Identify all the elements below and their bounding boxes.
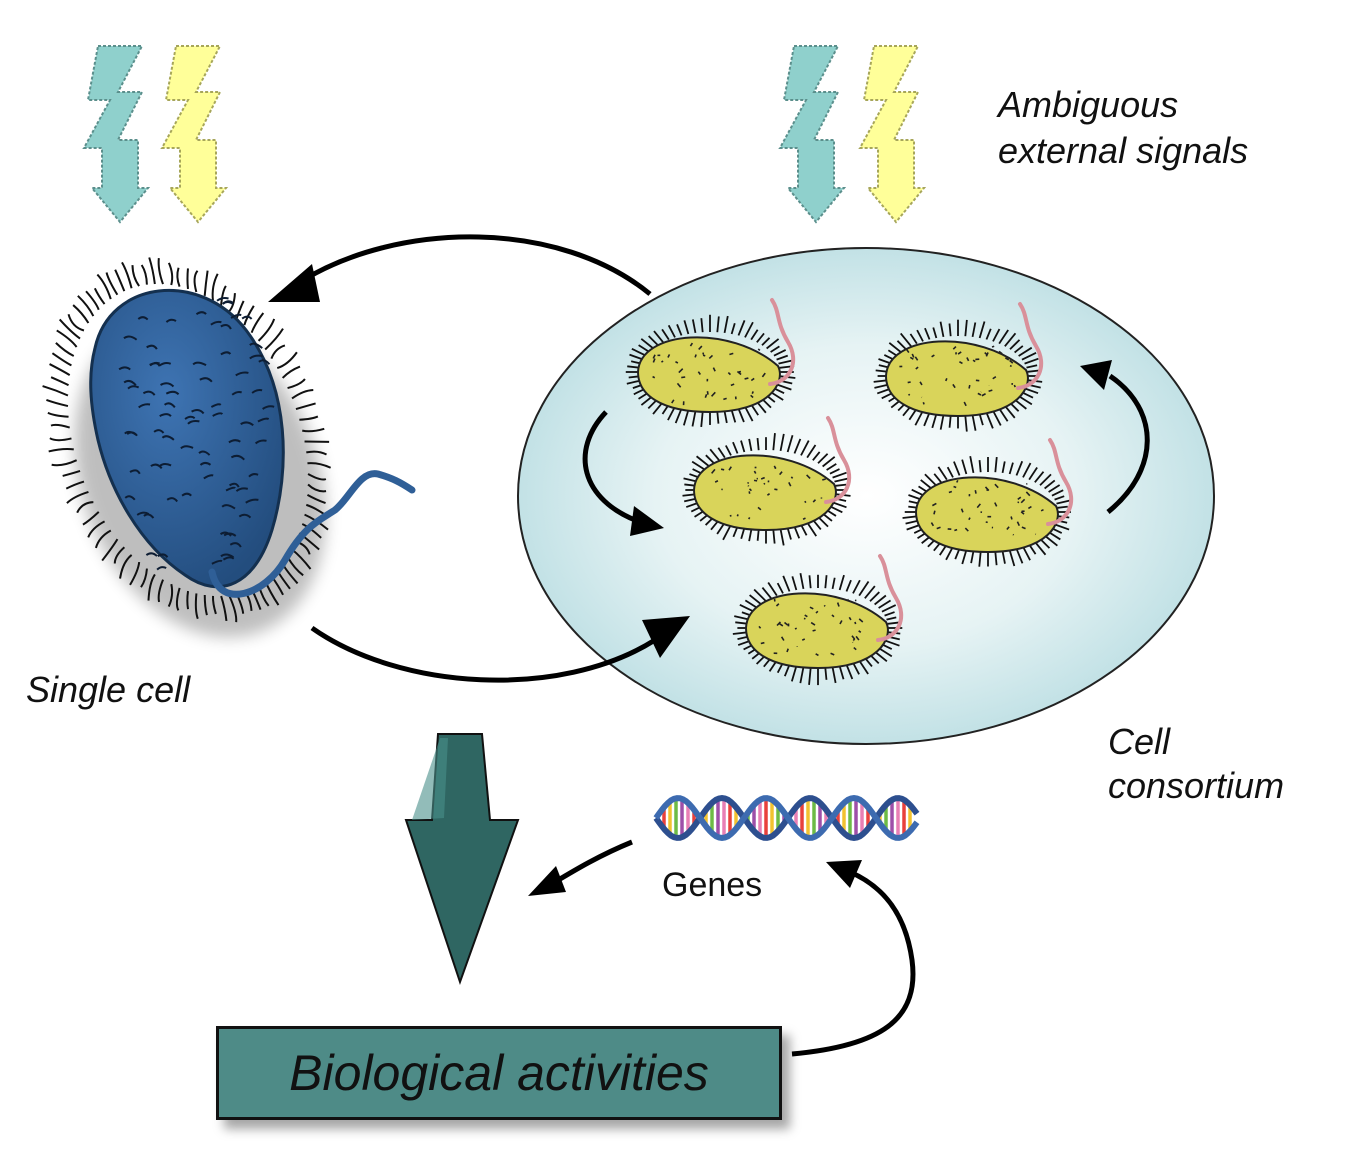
signal-arrows-left (84, 46, 226, 222)
arrow-head (268, 264, 320, 302)
pilus (995, 552, 996, 565)
biological-activities-label: Biological activities (289, 1044, 709, 1102)
pilus (52, 353, 71, 365)
label-genes: Genes (662, 864, 762, 906)
pilus (252, 313, 264, 333)
pilus (142, 265, 147, 285)
arrow-genes-to-activities (555, 842, 632, 882)
pilus (49, 449, 74, 451)
pilus (51, 425, 70, 428)
pilus (271, 345, 284, 358)
arrow-activities-to-genes (792, 872, 913, 1054)
lightning-arrow-icon (84, 46, 148, 222)
pilus (980, 460, 981, 472)
dna-helix-icon (656, 798, 917, 838)
pilus (277, 352, 297, 368)
pilus (159, 258, 163, 284)
pilus (51, 377, 68, 385)
pilus (95, 288, 105, 304)
biological-activities-box: Biological activities (216, 1026, 782, 1120)
pilus (244, 306, 253, 325)
pilus (177, 268, 179, 287)
pilus (149, 257, 155, 283)
big-down-arrow (406, 734, 518, 982)
pilus (132, 265, 139, 286)
pilus (283, 367, 300, 378)
label-line: consortium (1108, 764, 1284, 808)
pilus (46, 400, 68, 406)
pilus (56, 343, 74, 356)
lightning-arrow-icon (860, 46, 924, 222)
pilus (1058, 507, 1068, 508)
pilus (50, 364, 70, 375)
pilus (169, 263, 172, 285)
pilus (50, 438, 72, 440)
pilus (296, 403, 316, 409)
label-ambiguous-signals: Ambiguous external signals (998, 82, 1248, 174)
pilus (758, 438, 759, 450)
label-line: external signals (998, 128, 1248, 174)
lightning-arrow-icon (780, 46, 844, 222)
label-cell-consortium: Cell consortium (1108, 720, 1284, 808)
pilus (122, 262, 132, 288)
pilus (73, 305, 88, 323)
single-cell-bacterium (29, 257, 412, 675)
pilus (213, 274, 218, 301)
arrow-consortium-to-single-cell (300, 237, 650, 294)
pilus (836, 485, 847, 486)
label-single-cell: Single cell (26, 668, 190, 712)
pilus (115, 270, 124, 291)
pilus (52, 460, 77, 465)
pilus (288, 379, 305, 388)
pilus (187, 591, 188, 609)
pilus (259, 319, 275, 341)
pilus (950, 416, 951, 428)
pilus (825, 668, 826, 680)
signal-arrows-right (780, 46, 924, 222)
lightning-arrow-icon (162, 46, 226, 222)
pilus (205, 271, 208, 296)
pilus (758, 530, 759, 541)
pilus (949, 323, 950, 336)
pilus (60, 319, 80, 338)
pilus (43, 386, 68, 395)
pilus (809, 575, 810, 588)
label-line: Cell (1108, 720, 1284, 764)
pilus (69, 314, 84, 330)
label-line: Ambiguous (998, 82, 1248, 128)
pilus (195, 271, 198, 292)
pilus (48, 413, 69, 417)
pilus (292, 390, 313, 398)
arrow-head (528, 866, 566, 896)
pilus (825, 575, 826, 588)
pilus (717, 412, 718, 424)
